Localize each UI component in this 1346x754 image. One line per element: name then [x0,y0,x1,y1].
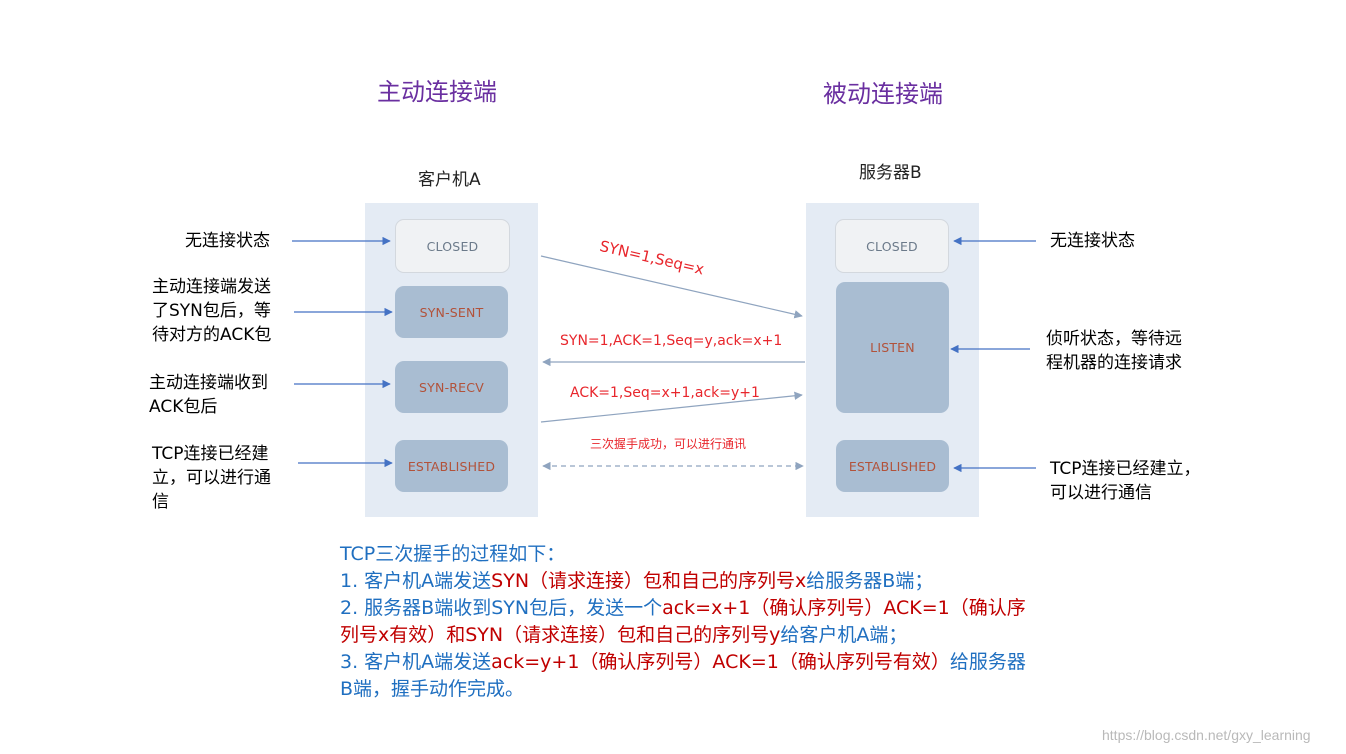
summary-heading: TCP三次握手的过程如下： [340,543,566,565]
summary-step-2-line-1: 2. 服务器B端收到SYN包后，发送一个ack=x+1（确认序列号）ACK=1（… [340,597,1026,619]
left-label-established: TCP连接已经建 立，可以进行通 信 [152,444,271,512]
right-label-established: TCP连接已经建立， 可以进行通信 [1050,459,1201,503]
client-state-closed: CLOSED [395,219,510,273]
client-state-established: ESTABLISHED [395,440,508,492]
client-host-label: 客户机A [418,170,481,190]
summary-step-1: 1. 客户机A端发送SYN（请求连接）包和自己的序列号x给服务器B端； [340,570,934,592]
watermark: https://blog.csdn.net/gxy_learning [1102,727,1311,743]
ack-message: ACK=1,Seq=x+1,ack=y+1 [570,385,760,401]
handshake-summary: TCP三次握手的过程如下： 1. 客户机A端发送SYN（请求连接）包和自己的序列… [340,541,1026,703]
left-label-syn-sent: 主动连接端发送 了SYN包后，等 待对方的ACK包 [152,277,272,345]
server-host-label: 服务器B [859,163,922,183]
summary-step-3-line-1: 3. 客户机A端发送ack=y+1（确认序列号）ACK=1（确认序列号有效）给服… [340,651,1026,673]
synack-message: SYN=1,ACK=1,Seq=y,ack=x+1 [560,333,783,349]
server-state-closed: CLOSED [835,219,949,273]
active-end-title: 主动连接端 [377,78,497,106]
summary-step-3-line-2: B端，握手动作完成。 [340,678,525,700]
left-label-syn-recv: 主动连接端收到 ACK包后 [149,373,268,417]
server-state-established: ESTABLISHED [836,440,949,492]
summary-step-2-line-2: 列号x有效）和SYN（请求连接）包和自己的序列号y给客户机A端； [340,624,908,646]
left-label-closed: 无连接状态 [185,231,270,251]
server-state-listen: LISTEN [836,282,949,413]
right-label-closed: 无连接状态 [1050,231,1135,251]
right-label-listen: 侦听状态，等待远 程机器的连接请求 [1046,329,1182,373]
passive-end-title: 被动连接端 [823,80,943,108]
client-state-syn-recv: SYN-RECV [395,361,508,413]
client-state-syn-sent: SYN-SENT [395,286,508,338]
syn-message: SYN=1,Seq=x [597,237,706,279]
success-message: 三次握手成功，可以进行通讯 [590,437,747,451]
